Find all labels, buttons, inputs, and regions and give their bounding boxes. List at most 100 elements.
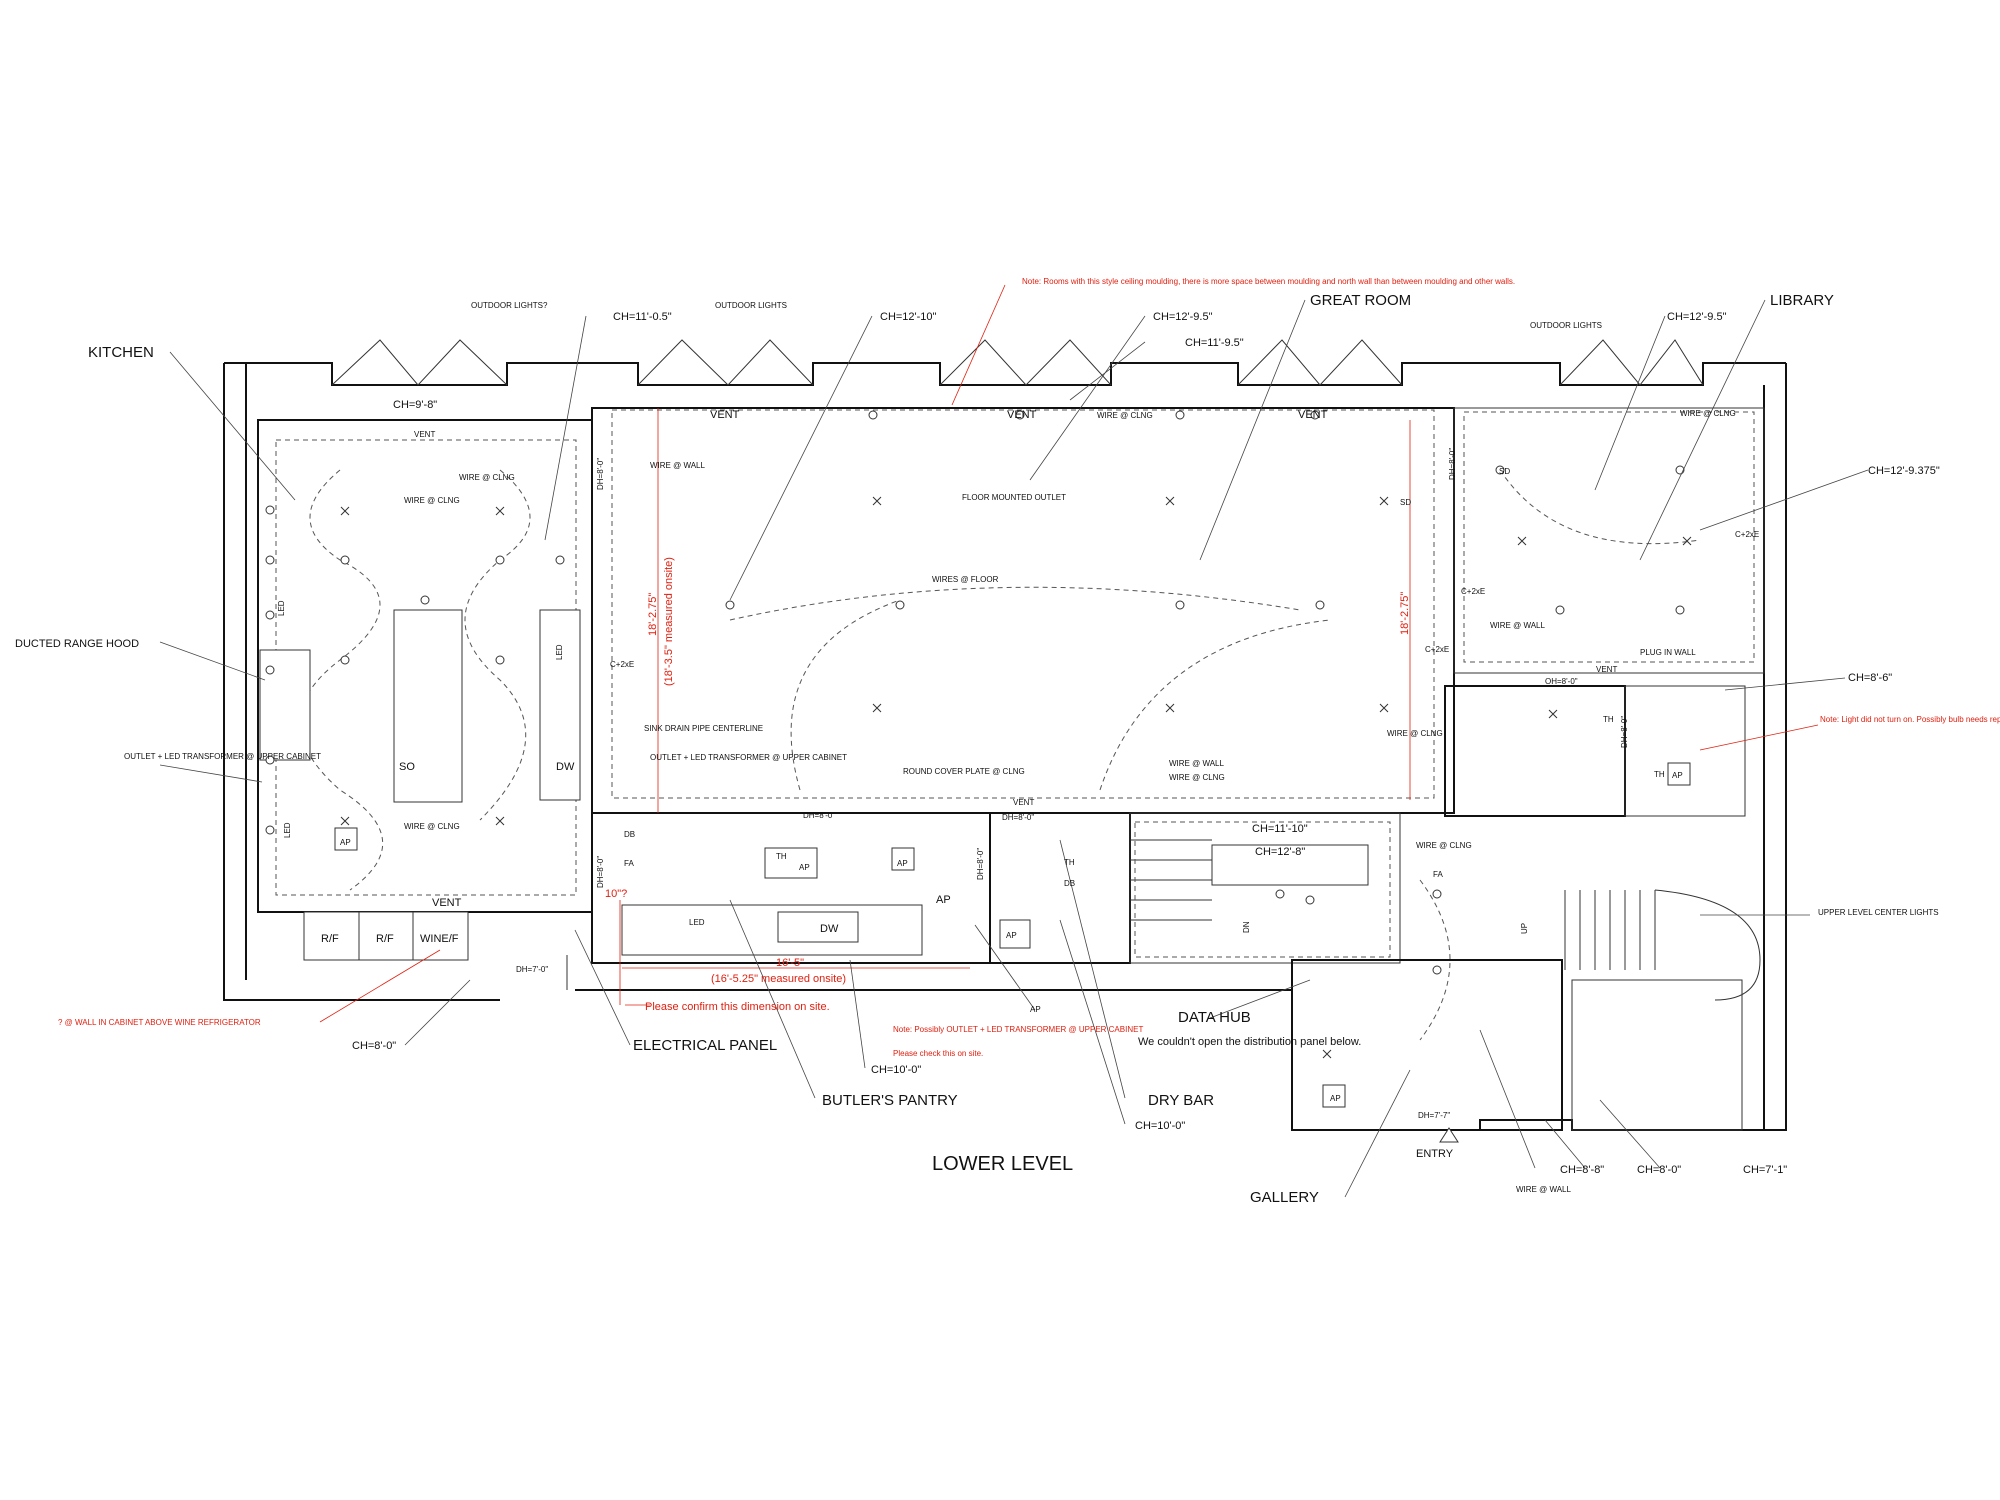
- outlet-led-label: OUTLET + LED TRANSFORMER @ UPPER CABINET: [650, 753, 847, 762]
- butlers-pantry-label: BUTLER'S PANTRY: [822, 1092, 958, 1109]
- ap-boxes: [334, 762, 1691, 1108]
- vent-label: VENT: [414, 430, 435, 439]
- fa-label: FA: [624, 859, 634, 868]
- please-check-note: Please check this on site.: [893, 1049, 983, 1058]
- vent-label: VENT: [1596, 665, 1617, 674]
- wine-note: ? @ WALL IN CABINET ABOVE WINE REFRIGERA…: [58, 1018, 261, 1027]
- ch-label: CH=10'-0": [871, 1064, 921, 1076]
- ch-label: CH=12'-9.5": [1667, 311, 1727, 323]
- entry-marker: [1439, 1127, 1459, 1143]
- dimension-label: 18'-2.75": [1399, 592, 1411, 635]
- ch-label: CH=11'-10": [1252, 823, 1308, 835]
- ch-label: CH=9'-8": [393, 399, 437, 411]
- great-room-label: GREAT ROOM: [1310, 292, 1411, 309]
- red-notes: Note: Rooms with this style ceiling moul…: [58, 277, 2000, 1058]
- th-label: TH: [776, 852, 787, 861]
- led-label: LED: [555, 644, 564, 660]
- electrical-panel-label: ELECTRICAL PANEL: [633, 1037, 777, 1054]
- ap-label: AP: [799, 863, 810, 872]
- entry-label: ENTRY: [1416, 1148, 1454, 1160]
- dimension-label: 16'-5": [776, 957, 804, 969]
- vent-label: VENT: [1013, 798, 1034, 807]
- dh-label: DH=8'-0": [596, 458, 605, 490]
- outdoor-lights-label: OUTDOOR LIGHTS?: [471, 301, 548, 310]
- dh-label: DH=8'-0": [1620, 716, 1629, 748]
- round-cover-label: ROUND COVER PLATE @ CLNG: [903, 767, 1025, 776]
- vent-label: VENT: [1007, 409, 1037, 421]
- wire-clng-label: WIRE @ CLNG: [1387, 729, 1443, 738]
- db-label: DB: [624, 830, 635, 839]
- wire-clng-label: WIRE @ CLNG: [1097, 411, 1153, 420]
- ch-label: CH=11'-0.5": [613, 311, 672, 323]
- ch-label: CH=12'-8": [1255, 846, 1305, 858]
- outlet-led-left-label: OUTLET + LED TRANSFORMER @ UPPER CABINET: [124, 752, 321, 761]
- dimension-label: (16'-5.25" measured onsite): [711, 973, 846, 985]
- wire-wall-label: WIRE @ WALL: [1169, 759, 1224, 768]
- dh-label: DH=7'-0": [516, 965, 548, 974]
- dry-bar-label: DRY BAR: [1148, 1092, 1214, 1109]
- ceiling-height-labels: CH=9'-8" CH=11'-0.5" CH=12'-10" CH=12'-9…: [352, 311, 1940, 1176]
- ch-label: CH=10'-0": [1135, 1120, 1185, 1132]
- confirm-note: Please confirm this dimension on site.: [645, 1001, 830, 1013]
- vent-label: VENT: [432, 897, 462, 909]
- so-label: SO: [399, 761, 415, 773]
- stairs: [1130, 839, 1761, 1001]
- dimension-label: (18'-3.5" measured onsite): [663, 557, 675, 686]
- dn-label: DN: [1242, 921, 1251, 933]
- rf-label: R/F: [376, 933, 394, 945]
- dw-label: DW: [556, 761, 575, 773]
- wires-floor-label: WIRES @ FLOOR: [932, 575, 999, 584]
- ch-label: CH=8'-8": [1560, 1164, 1604, 1176]
- ch-label: CH=11'-9.5": [1185, 337, 1244, 349]
- ap-label: AP: [1672, 771, 1683, 780]
- wire-clng-label: WIRE @ CLNG: [1680, 409, 1736, 418]
- ch-label: CH=8'-0": [1637, 1164, 1681, 1176]
- data-hub-label: DATA HUB: [1178, 1009, 1251, 1026]
- ch-label: CH=12'-9.375": [1868, 465, 1940, 477]
- ap-label: AP: [1006, 931, 1017, 940]
- moulding-note: Note: Rooms with this style ceiling moul…: [1022, 277, 1515, 286]
- wire-wall-label: WIRE @ WALL: [1516, 1185, 1571, 1194]
- sd-label: SD: [1499, 467, 1510, 476]
- db-label: DB: [1064, 879, 1075, 888]
- th-label: TH: [1603, 715, 1614, 724]
- dh-label: DH=8'-0": [803, 811, 835, 820]
- light-note: Note: Light did not turn on. Possibly bu…: [1820, 715, 2000, 724]
- page-title: LOWER LEVEL: [932, 1153, 1073, 1175]
- switch-symbols: [340, 496, 1692, 1059]
- sd-label: SD: [1400, 498, 1411, 507]
- fixture-labels: OUTDOOR LIGHTS? OUTDOOR LIGHTS OUTDOOR L…: [124, 301, 1939, 1194]
- fa-label: FA: [1433, 870, 1443, 879]
- exterior-walls: [223, 339, 1787, 1131]
- wire-wall-label: WIRE @ WALL: [650, 461, 705, 470]
- led-label: LED: [689, 918, 705, 927]
- dimension-label: 10"?: [605, 888, 627, 900]
- gallery-label: GALLERY: [1250, 1189, 1319, 1206]
- sink-drain-label: SINK DRAIN PIPE CENTERLINE: [644, 724, 763, 733]
- led-label: LED: [283, 822, 292, 838]
- ap-label: AP: [1330, 1094, 1341, 1103]
- c2e-label: C+2xE: [1735, 530, 1759, 539]
- oh-label: OH=8'-0": [1545, 677, 1578, 686]
- wine-label: WINE/F: [420, 933, 459, 945]
- vent-label: VENT: [1298, 409, 1328, 421]
- th-label: TH: [1654, 770, 1665, 779]
- dimension-label: 18'-2.75": [647, 593, 659, 636]
- upper-level-lights-label: UPPER LEVEL CENTER LIGHTS: [1818, 908, 1939, 917]
- wire-clng-label: WIRE @ CLNG: [1169, 773, 1225, 782]
- led-label: LED: [277, 600, 286, 616]
- ap-label: AP: [1030, 1005, 1041, 1014]
- library-label: LIBRARY: [1770, 292, 1834, 309]
- ch-label: CH=8'-6": [1848, 672, 1892, 684]
- ap-label: AP: [936, 894, 951, 906]
- red-dimensions: [619, 408, 1411, 1006]
- outdoor-lights-label: OUTDOOR LIGHTS: [1530, 321, 1602, 330]
- dh-label: DH=8'-0": [976, 848, 985, 880]
- c2e-label: C+2xE: [1461, 587, 1485, 596]
- plug-in-wall-label: PLUG IN WALL: [1640, 648, 1696, 657]
- ch-label: CH=12'-9.5": [1153, 311, 1213, 323]
- ap-label: AP: [897, 859, 908, 868]
- up-label: UP: [1520, 923, 1529, 934]
- wire-clng-label: WIRE @ CLNG: [1416, 841, 1472, 850]
